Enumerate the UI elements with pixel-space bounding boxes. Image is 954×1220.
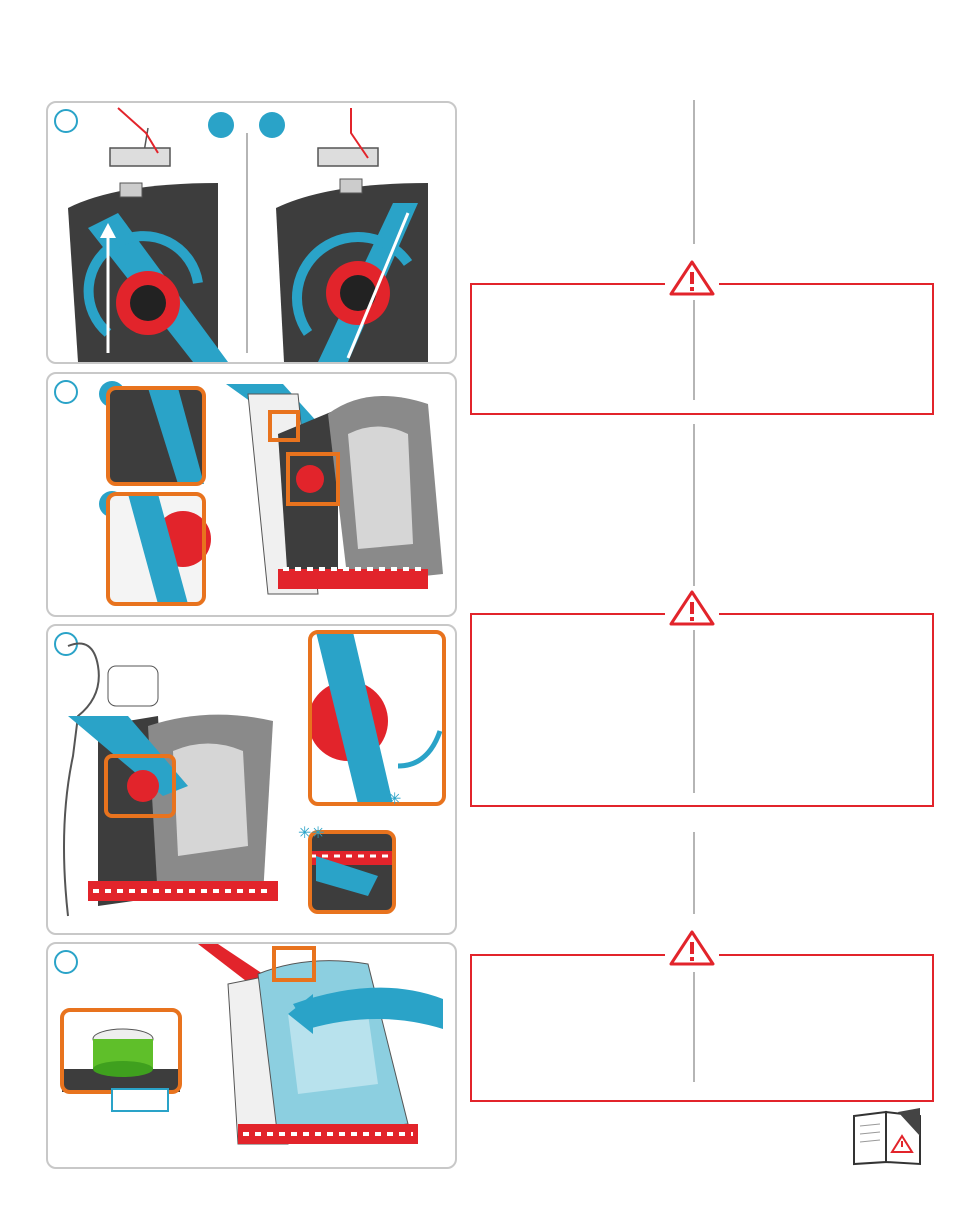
divider-box-3 [693, 972, 695, 1082]
manual-book-icon [850, 1106, 924, 1166]
substep-b-marker [259, 112, 285, 138]
warning-triangle-icon [665, 588, 719, 628]
detail-lock-closeup-2 [106, 492, 211, 606]
seat-back-right [276, 178, 428, 362]
tighten-belt-illustration: ✳ ✳✳ [63, 630, 446, 917]
divider-2 [693, 424, 695, 586]
rotate-seat-illustration [60, 944, 443, 1145]
asterisk-icon: ✳ [388, 789, 401, 808]
car-seat-installed [247, 393, 443, 595]
step-panel-3: ✳ ✳✳ [46, 624, 457, 935]
substep-a-marker [208, 112, 234, 138]
warning-triangle-icon [665, 928, 719, 968]
divider-3 [693, 832, 695, 914]
seat-diagram-right [317, 108, 379, 167]
detail-belt-hook: ✳✳ [298, 823, 396, 914]
seat-diagram-left [109, 107, 171, 167]
step-panel-1 [46, 101, 457, 364]
belt-lock-illustration [99, 381, 443, 606]
detail-rotation-indicator [60, 1008, 182, 1094]
double-asterisk-icon: ✳✳ [298, 823, 325, 842]
step-panel-2 [46, 372, 457, 617]
step-number-circle [54, 109, 78, 133]
warning-box-3 [470, 954, 934, 1102]
step-number-circle [54, 380, 78, 404]
step-panel-4 [46, 942, 457, 1169]
detail-lock-closeup-1 [106, 386, 206, 486]
indicator-label-box [111, 1088, 169, 1112]
warning-triangle-icon [665, 258, 719, 298]
step-number-circle [54, 950, 78, 974]
seat-back-left [68, 182, 228, 362]
warning-box-2 [470, 613, 934, 807]
divider-box-2 [693, 630, 695, 793]
step-number-circle [54, 632, 78, 656]
divider-box-1 [693, 300, 695, 400]
divider-1 [693, 100, 695, 244]
detail-belt-tension: ✳ [308, 630, 446, 808]
warning-box-1 [470, 283, 934, 415]
belt-routing-illustration [68, 107, 428, 362]
